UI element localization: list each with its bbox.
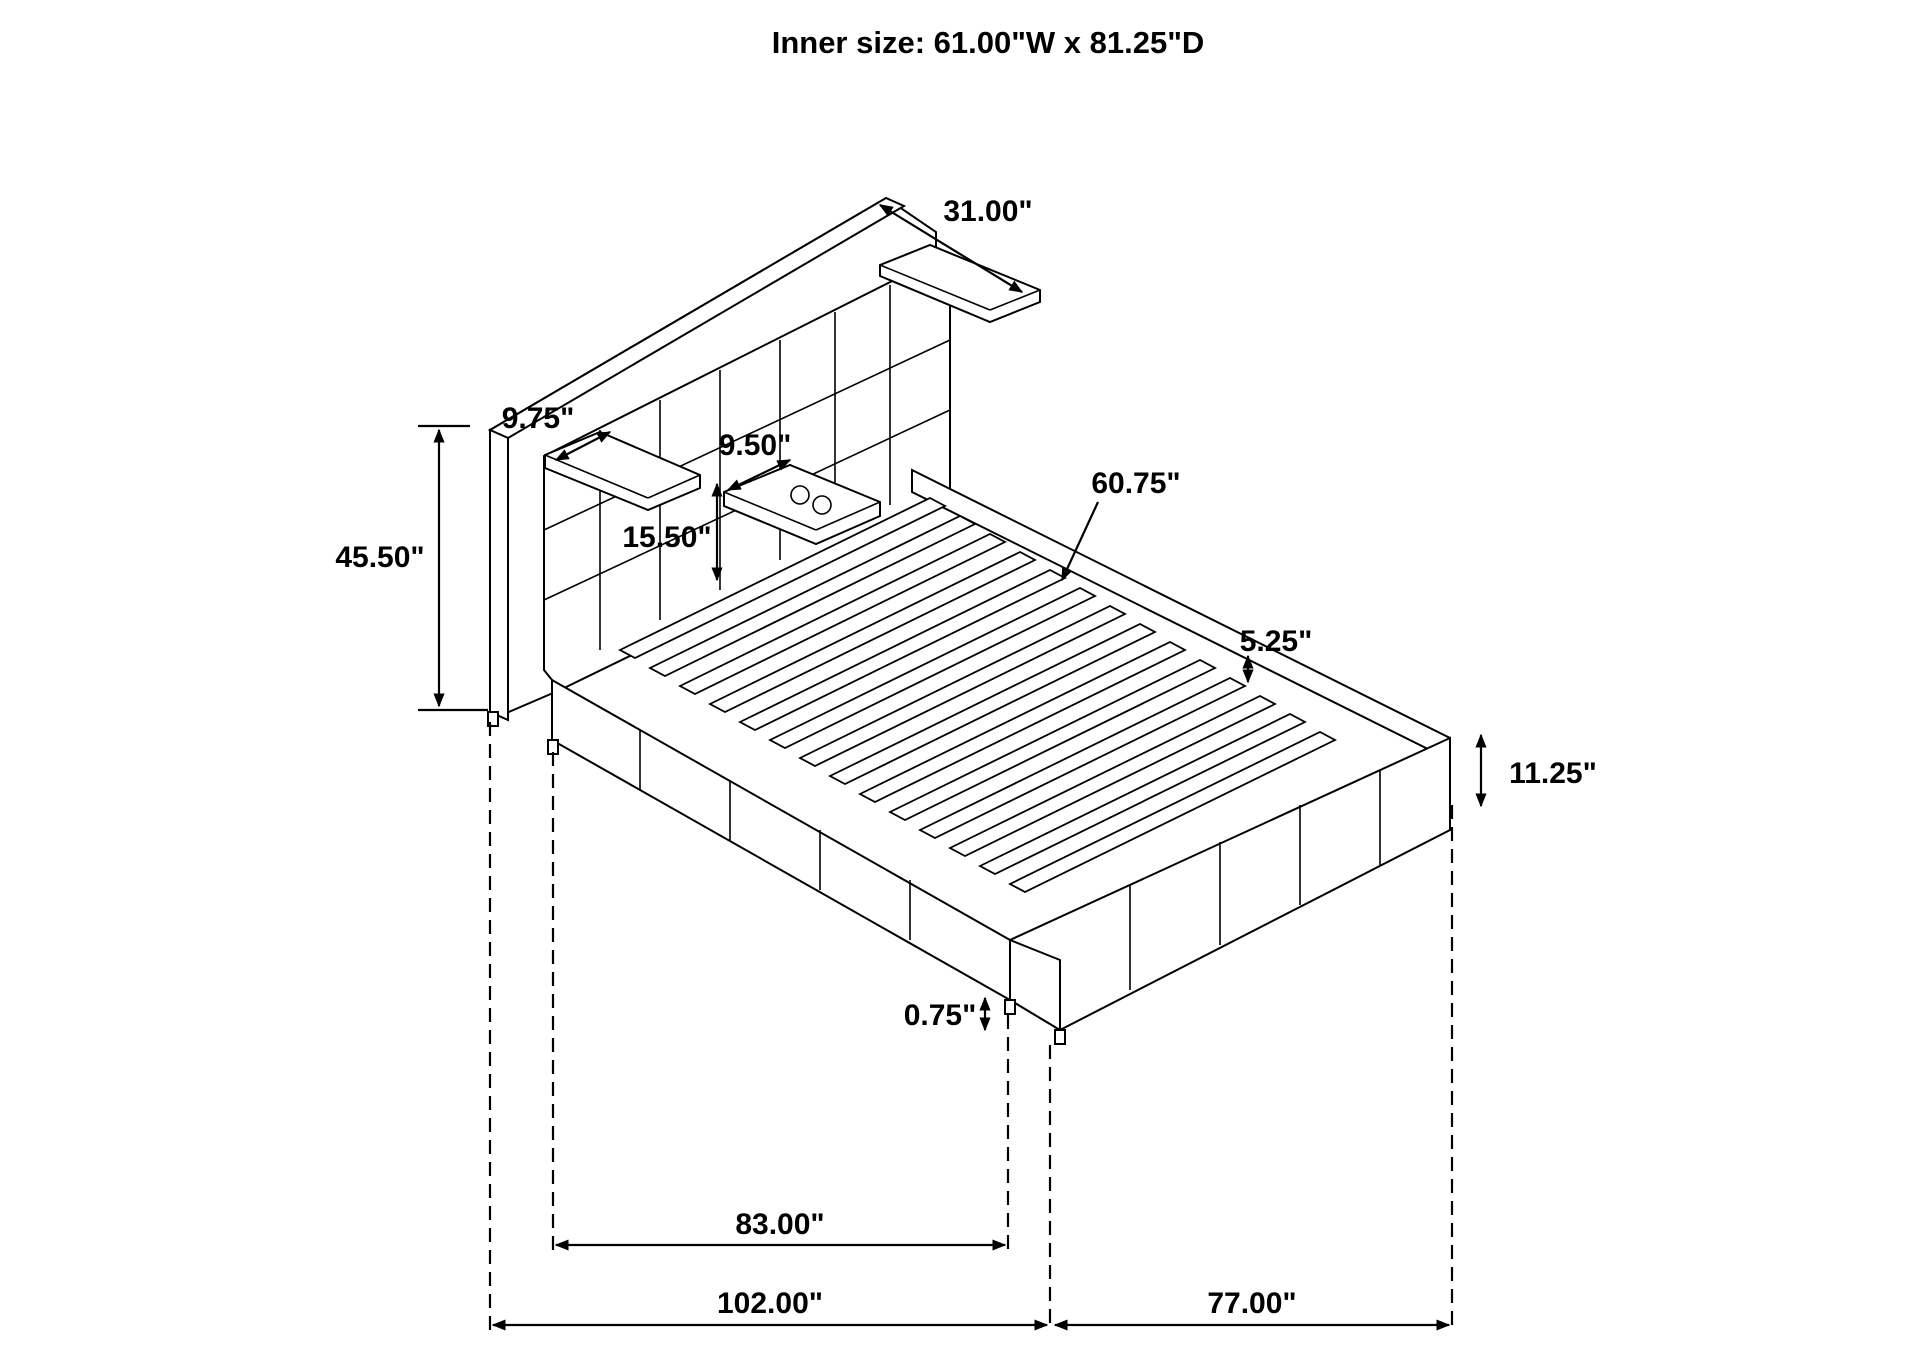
- nightstand-width-label: 9.50": [719, 429, 792, 462]
- leg: [547, 739, 559, 755]
- dimension-labels: 31.00" 9.75" 9.50" 45.50" 15.50" 60.75" …: [335, 195, 1596, 1320]
- inner-width-label: 60.75": [1091, 467, 1180, 500]
- total-width-label: 77.00": [1207, 1287, 1296, 1320]
- leg: [487, 711, 499, 727]
- bed-illustration: [487, 196, 1451, 1045]
- shelf-length-label: 31.00": [943, 195, 1032, 228]
- clearance-label: 0.75": [904, 999, 977, 1032]
- diagram-title: Inner size: 61.00"W x 81.25"D: [772, 25, 1205, 60]
- cup-holder-icon: [790, 485, 810, 505]
- headboard-side: [489, 428, 509, 722]
- dimension-lines: [418, 204, 1487, 1331]
- leg: [1054, 1029, 1066, 1045]
- shelf-depth-label: 9.75": [502, 402, 575, 435]
- cup-holder-icon: [812, 495, 832, 515]
- leg: [1004, 999, 1016, 1015]
- total-length-label: 102.00": [717, 1287, 823, 1320]
- rail-width-label: 5.25": [1240, 625, 1313, 658]
- nightstand-height-label: 15.50": [622, 521, 711, 554]
- inner-length-label: 83.00": [735, 1208, 824, 1241]
- slats: [618, 496, 1337, 894]
- rail-height-label: 11.25": [1509, 757, 1597, 790]
- rail-tufting: [639, 730, 1381, 990]
- total-height-label: 45.50": [335, 541, 424, 574]
